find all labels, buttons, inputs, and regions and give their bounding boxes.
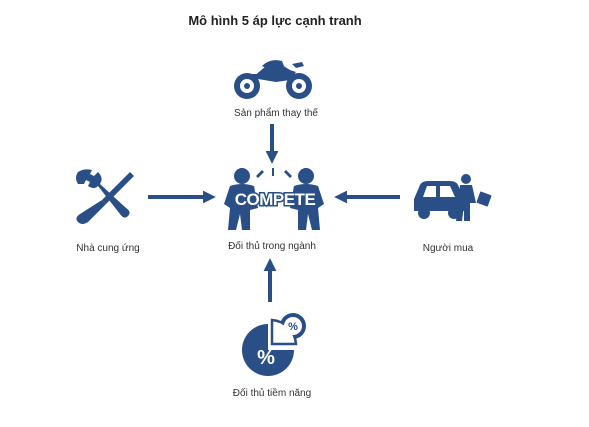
tools-icon: [76, 169, 134, 224]
pie-percent-icon: % %: [242, 313, 306, 376]
diagram-title: Mô hình 5 áp lực cạnh tranh: [188, 13, 362, 28]
compete-icon-text: COMPETE: [235, 190, 316, 209]
compete-icon: COMPETE: [224, 168, 324, 230]
label-suppliers: Nhà cung ứng: [76, 243, 140, 254]
pie-percent-small-text: %: [288, 321, 298, 333]
motorcycle-icon: [234, 60, 312, 99]
pie-percent-large-text: %: [257, 347, 275, 369]
label-entrants: Đối thủ tiềm năng: [232, 388, 312, 399]
label-buyers: Người mua: [422, 243, 474, 254]
label-rivalry: Đối thủ trong ngành: [228, 241, 316, 252]
car-buyer-icon: [414, 174, 492, 221]
label-substitutes: Sản phẩm thay thế: [234, 108, 318, 119]
